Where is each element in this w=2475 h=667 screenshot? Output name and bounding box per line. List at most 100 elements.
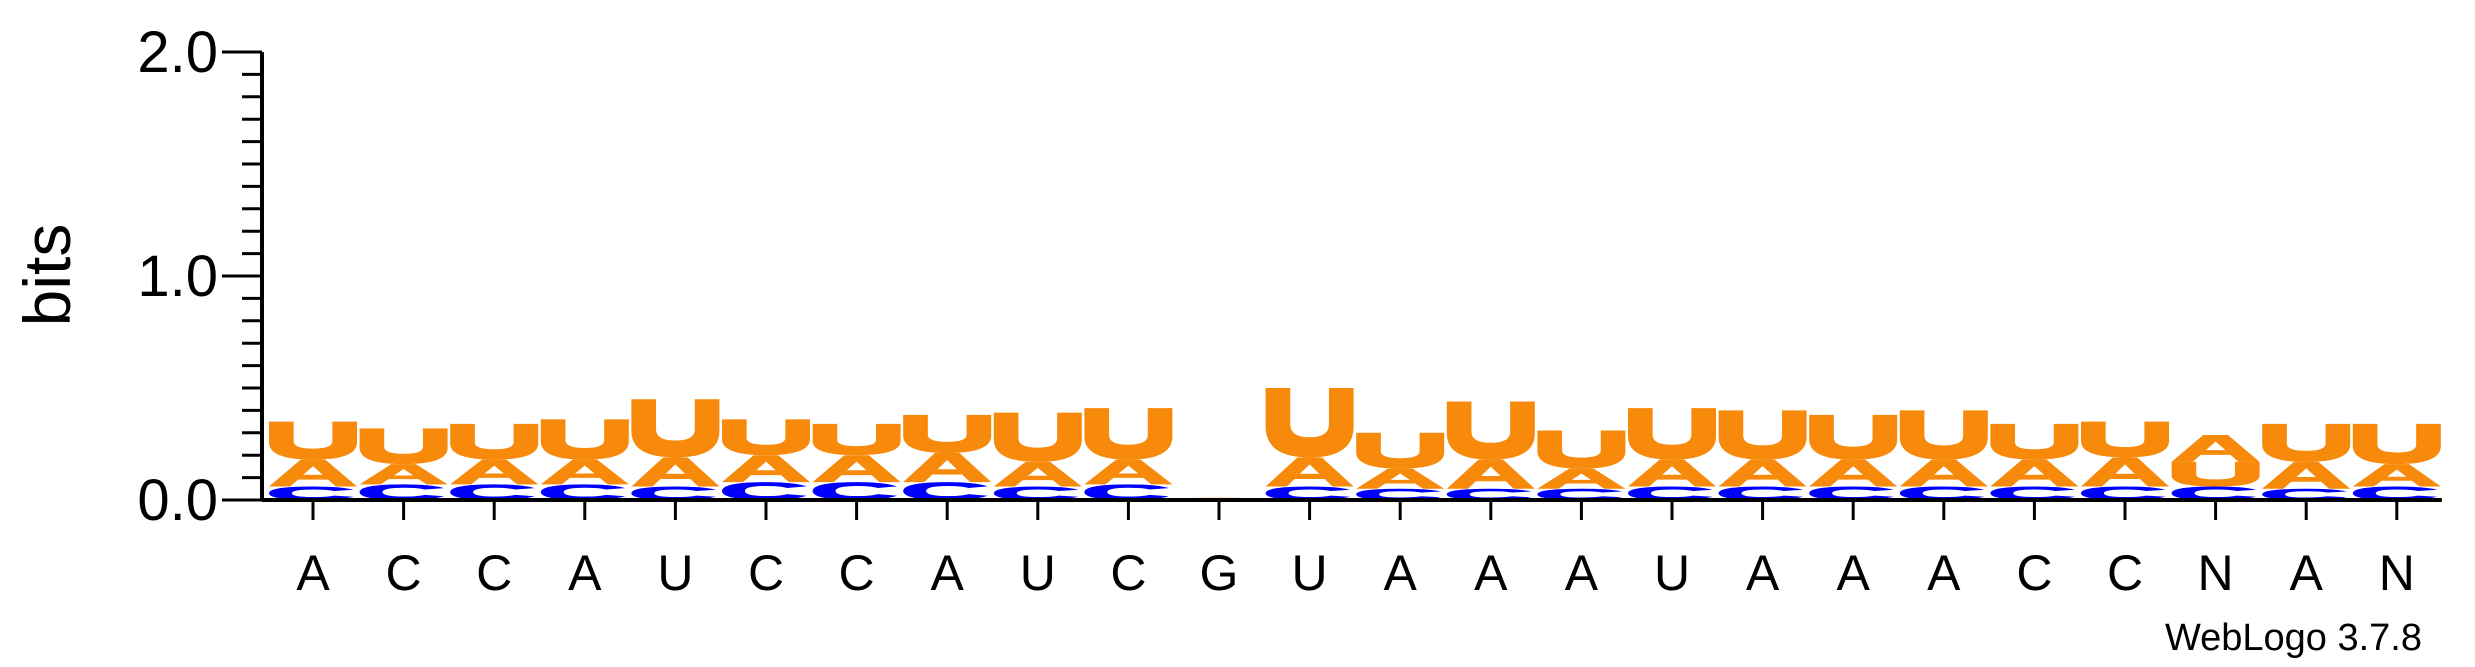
x-tick-label: A [1565, 545, 1599, 601]
logo-stack [812, 423, 901, 500]
logo-stack [993, 412, 1082, 500]
glyph-U [2171, 461, 2260, 487]
glyph-U [450, 423, 539, 460]
x-tick-label: C [1110, 545, 1146, 601]
x-tick-label: U [1654, 545, 1690, 601]
glyph-A [2081, 457, 2169, 487]
glyph-C [540, 484, 626, 500]
glyph-C [450, 484, 535, 500]
glyph-A [812, 455, 901, 483]
x-tick-label: A [931, 545, 965, 601]
x-tick-label: C [476, 545, 512, 601]
glyph-C [359, 484, 445, 500]
logo-stack [1265, 388, 1354, 500]
weblogo-version-label: WebLogo 3.7.8 [2165, 617, 2422, 659]
glyph-U [540, 419, 629, 460]
x-tick-label: N [2198, 545, 2234, 601]
logo-stack [1084, 408, 1173, 500]
logo-stack [2262, 423, 2351, 500]
glyph-C [631, 486, 716, 500]
x-tick-label: A [1837, 545, 1871, 601]
logo-stack [631, 399, 720, 500]
glyph-A [2262, 461, 2351, 489]
glyph-A [1809, 459, 1898, 487]
x-tick-label: A [568, 545, 602, 601]
y-axis-title: bits [10, 224, 84, 327]
glyph-U [1356, 432, 1445, 469]
x-tick-label: C [386, 545, 422, 601]
glyph-U [1628, 408, 1716, 460]
y-axis: 0.0 1.0 2.0 [137, 20, 264, 533]
y-tick-label: 0.0 [137, 468, 218, 533]
x-tick-label: U [1020, 545, 1056, 601]
logo-stack [903, 414, 992, 500]
glyph-A [1718, 459, 1807, 487]
glyph-A [1628, 459, 1716, 487]
glyph-U [812, 423, 901, 456]
x-tick-label: A [1474, 545, 1508, 601]
glyph-C [2081, 486, 2166, 500]
logo-stack [1628, 408, 1716, 500]
x-tick-label: C [748, 545, 784, 601]
glyph-C [1899, 486, 1985, 500]
glyph-C [1628, 486, 1713, 500]
x-tick-label: U [657, 545, 693, 601]
glyph-U [359, 428, 448, 465]
logo-stack [2352, 423, 2441, 500]
logo-stack [1718, 410, 1807, 500]
x-tick-label: A [2290, 545, 2324, 601]
glyph-U [1899, 410, 1988, 460]
glyph-U [1990, 423, 2079, 460]
glyph-A [269, 459, 357, 487]
logo-stack [1446, 401, 1535, 500]
glyph-C [722, 482, 807, 500]
logo-stack [2171, 435, 2260, 500]
glyph-A [2171, 435, 2260, 462]
glyph-A [359, 464, 448, 485]
x-tick-label: C [2107, 545, 2143, 601]
glyph-C [1084, 484, 1169, 500]
y-tick-label: 2.0 [137, 20, 218, 85]
logo-stack [2081, 421, 2169, 500]
glyph-U [2081, 421, 2169, 458]
glyph-C [1718, 486, 1804, 500]
x-tick-label: C [2016, 545, 2052, 601]
glyph-U [1809, 414, 1898, 460]
x-tick-label: A [1927, 545, 1961, 601]
logo-stack [1356, 432, 1445, 500]
x-tick-label: A [296, 545, 330, 601]
glyph-C [1990, 486, 2075, 500]
logo-stack [1809, 414, 1898, 500]
glyph-C [993, 486, 1079, 500]
logo-stack [722, 419, 810, 500]
logo-stack [450, 423, 539, 500]
glyph-A [1356, 468, 1445, 489]
glyph-U [993, 412, 1082, 462]
glyph-U [1084, 408, 1173, 460]
glyph-U [1265, 388, 1354, 458]
glyph-C [812, 482, 898, 500]
glyph-A [1537, 468, 1626, 489]
logo-stack [540, 419, 629, 500]
logo-stack [1990, 423, 2079, 500]
glyph-A [2352, 464, 2441, 487]
glyph-C [269, 486, 354, 500]
glyph-U [1718, 410, 1807, 460]
x-tick-label: N [2379, 545, 2415, 601]
logo-stack [1899, 410, 1988, 500]
glyph-A [450, 459, 539, 485]
glyph-U [631, 399, 720, 458]
x-tick-label: A [1746, 545, 1780, 601]
glyph-A [993, 461, 1082, 487]
logo-stack [269, 421, 357, 500]
glyph-U [1537, 430, 1626, 469]
glyph-U [2262, 423, 2351, 462]
glyph-A [1265, 457, 1354, 487]
glyph-A [722, 455, 810, 483]
glyph-C [903, 482, 988, 500]
glyph-U [722, 419, 810, 456]
letter-stacks [269, 388, 2441, 500]
y-tick-label: 1.0 [137, 244, 218, 309]
